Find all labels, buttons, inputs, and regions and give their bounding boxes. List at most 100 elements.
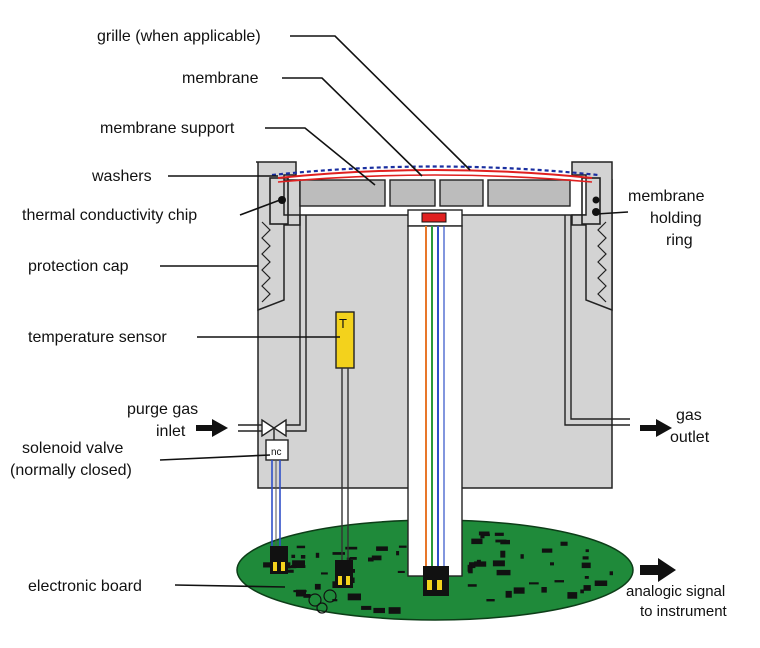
board-components bbox=[263, 531, 613, 614]
board-chip bbox=[492, 560, 505, 567]
board-chip bbox=[397, 570, 405, 573]
board-chip bbox=[388, 607, 401, 614]
inlet-arrow-icon bbox=[196, 419, 228, 437]
board-pads bbox=[308, 589, 337, 614]
board-chip bbox=[567, 592, 578, 599]
board-chip bbox=[554, 580, 564, 583]
solenoid-valve: nc bbox=[261, 418, 289, 548]
board-chip bbox=[351, 569, 355, 573]
board-chip bbox=[263, 562, 275, 568]
membrane-support bbox=[299, 179, 571, 207]
protection-cap-threads bbox=[261, 221, 607, 303]
board-chip bbox=[580, 589, 584, 594]
connector-center bbox=[423, 566, 449, 596]
membrane bbox=[277, 169, 593, 179]
label-purge-gas-1: purge gas bbox=[127, 401, 198, 418]
board-chip bbox=[476, 559, 481, 563]
board-chip bbox=[285, 569, 294, 573]
board-chip bbox=[500, 550, 506, 558]
label-analogic-1: analogic signal bbox=[626, 583, 725, 600]
board-chip bbox=[478, 531, 490, 536]
board-chip bbox=[474, 561, 487, 567]
board-chip bbox=[300, 555, 306, 559]
board-chip bbox=[295, 589, 306, 597]
label-holding-1: membrane bbox=[628, 188, 705, 205]
board-chip bbox=[396, 551, 400, 556]
board-chip bbox=[583, 585, 591, 591]
board-chip bbox=[291, 554, 296, 558]
board-chip bbox=[292, 560, 305, 566]
label-holding-2: holding bbox=[650, 210, 702, 227]
outlet-arrow-icon bbox=[640, 419, 672, 437]
label-washers: washers bbox=[91, 168, 152, 185]
right-cap bbox=[571, 161, 613, 312]
board-chip bbox=[468, 567, 473, 574]
thermal-chip-column bbox=[407, 209, 463, 577]
board-chip bbox=[467, 584, 477, 587]
board-chip bbox=[332, 552, 345, 555]
board-chip bbox=[541, 587, 547, 593]
board-chip bbox=[494, 532, 504, 536]
label-holding-3: ring bbox=[666, 232, 693, 249]
board-chip bbox=[513, 587, 525, 594]
holding-ring-right bbox=[592, 208, 600, 216]
board-chip bbox=[398, 545, 407, 548]
board-chip bbox=[550, 562, 554, 566]
board-chip bbox=[495, 539, 507, 543]
board-chip bbox=[582, 556, 589, 560]
label-analogic-2: to instrument bbox=[640, 603, 728, 620]
board-chip bbox=[584, 576, 589, 579]
signal-arrow-icon bbox=[640, 558, 676, 582]
leader-lines bbox=[159, 35, 629, 588]
board-chip bbox=[368, 557, 374, 562]
label-solenoid-2: (normally closed) bbox=[10, 462, 132, 479]
labels: grille (when applicable) membrane membra… bbox=[10, 28, 728, 620]
label-gas-outlet-1: gas bbox=[676, 407, 702, 424]
board-chip bbox=[315, 552, 320, 558]
board-chip bbox=[520, 554, 524, 559]
label-solenoid-1: solenoid valve bbox=[22, 440, 124, 457]
board-chip bbox=[541, 548, 553, 553]
label-membrane: membrane bbox=[182, 70, 259, 87]
board-chip bbox=[314, 583, 321, 590]
board-chip bbox=[361, 605, 372, 610]
label-gas-outlet-2: outlet bbox=[670, 429, 710, 446]
board-chip bbox=[284, 565, 297, 569]
sensor-letter: T bbox=[339, 316, 347, 331]
board-chip bbox=[609, 571, 613, 576]
board-chip bbox=[496, 569, 511, 576]
label-electronic-board: electronic board bbox=[28, 578, 142, 595]
connector-left bbox=[270, 546, 288, 574]
label-protection-cap: protection cap bbox=[28, 258, 129, 275]
board-chip bbox=[594, 580, 608, 586]
board-chip bbox=[581, 562, 591, 569]
board-chip bbox=[585, 549, 589, 553]
label-thermal-chip: thermal conductivity chip bbox=[22, 207, 197, 224]
arrows bbox=[196, 419, 676, 582]
board-chip bbox=[471, 538, 483, 545]
grille bbox=[271, 165, 599, 177]
board-chip bbox=[529, 582, 539, 585]
label-membrane-support: membrane support bbox=[100, 120, 235, 137]
board-chip bbox=[290, 565, 306, 568]
board-chip bbox=[486, 599, 495, 602]
temperature-sensor: T bbox=[335, 311, 355, 562]
board-chip bbox=[560, 541, 568, 546]
board-chip bbox=[505, 590, 512, 598]
board-chip bbox=[376, 546, 388, 551]
board-chip bbox=[347, 593, 361, 601]
board-chip bbox=[303, 594, 311, 598]
board-chip bbox=[371, 555, 382, 561]
label-temperature-sensor: temperature sensor bbox=[28, 329, 167, 346]
label-grille: grille (when applicable) bbox=[97, 28, 261, 45]
board-chip bbox=[349, 557, 357, 560]
board-chip bbox=[469, 562, 476, 569]
board-chip bbox=[373, 607, 385, 614]
board-chip bbox=[321, 572, 328, 575]
holding-ring-left bbox=[278, 196, 286, 204]
board-chip bbox=[345, 546, 358, 550]
valve-nc-text: nc bbox=[271, 447, 282, 458]
board-chip bbox=[480, 534, 485, 539]
label-purge-gas-2: inlet bbox=[156, 423, 186, 440]
